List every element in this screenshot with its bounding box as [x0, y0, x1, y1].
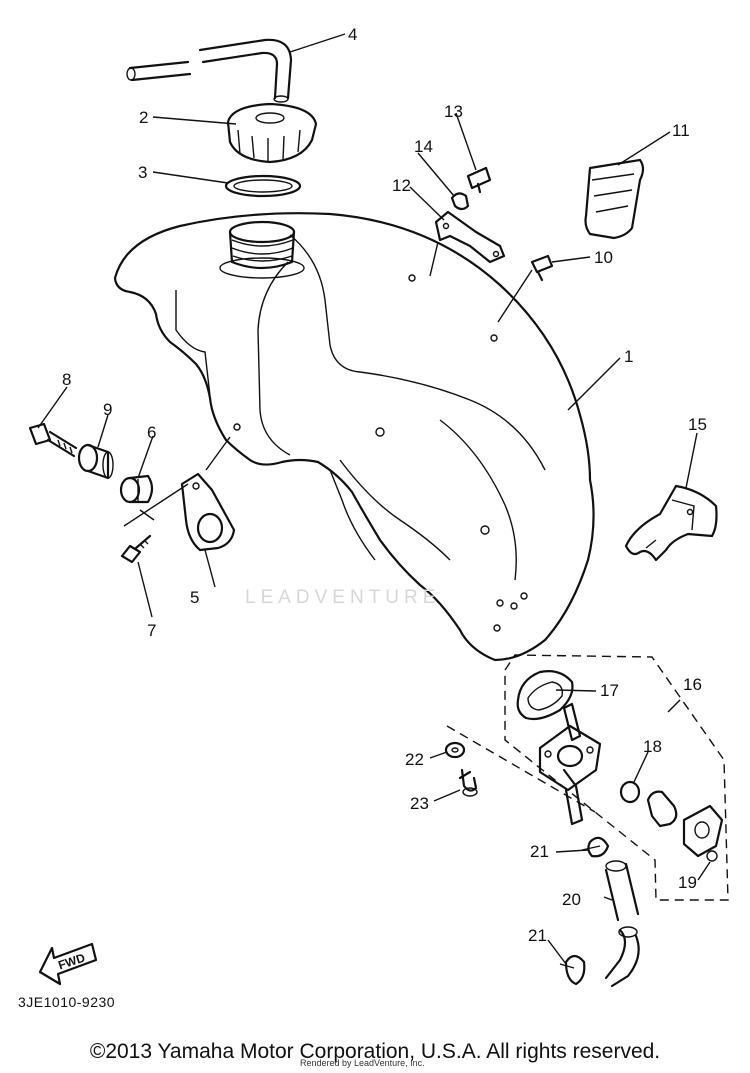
diagram-part-code: 3JE1010-9230: [18, 994, 116, 1010]
leader-lines: [37, 33, 711, 965]
callout-9: 9: [103, 400, 112, 419]
callout-5: 5: [190, 588, 199, 607]
callout-12: 12: [392, 176, 411, 195]
fuel-cock-part: [538, 702, 602, 826]
cover-part: [624, 484, 718, 562]
callout-18: 18: [643, 737, 662, 756]
mount-bolt-part: [28, 422, 78, 458]
callout-10: 10: [594, 248, 613, 267]
callout-numbers: 4 2 3 1 5 6 7 8 9 10 11 12 13 14 15 16 1…: [62, 25, 707, 945]
callout-19: 19: [678, 873, 697, 892]
petcock-gasket-part: [516, 670, 574, 721]
collar-part: [77, 443, 114, 480]
callout-13: 13: [444, 102, 463, 121]
breather-hose-part: [126, 38, 293, 103]
callout-3: 3: [138, 163, 147, 182]
hose-clip-lower-part: [559, 954, 586, 986]
lever-part: [646, 790, 724, 862]
damper-part: [119, 474, 154, 504]
callout-22: 22: [405, 750, 424, 769]
callout-17: 17: [600, 681, 619, 700]
callout-14: 14: [414, 137, 433, 156]
callout-1: 1: [624, 347, 633, 366]
callout-8: 8: [62, 370, 71, 389]
callout-21-lower: 21: [528, 926, 547, 945]
callout-23: 23: [410, 794, 429, 813]
callout-11: 11: [672, 121, 690, 140]
fwd-arrow-icon: FWD: [38, 942, 98, 986]
washer-part: [444, 741, 466, 759]
fuel-cap-part: [226, 102, 318, 164]
mount-bracket-part: [180, 472, 236, 552]
bracket-bolt-part: [120, 534, 152, 564]
callout-20: 20: [562, 890, 581, 909]
cap-gasket-part: [224, 174, 302, 198]
emblem-part: [584, 158, 645, 240]
callout-15: 15: [688, 415, 707, 434]
watermark-text: LEADVENTURE: [245, 587, 441, 608]
clip-part: [450, 192, 470, 211]
screw-23-part: [458, 768, 478, 797]
assembly-21-dashed-outline: [446, 725, 596, 813]
o-ring-part: [619, 780, 641, 804]
copyright-notice: ©2013 Yamaha Motor Corporation, U.S.A. A…: [89, 1040, 661, 1063]
assembly-16-dashed-outline: [504, 654, 729, 901]
hose-clip-upper-part: [581, 836, 610, 858]
fuel-tank-part: [113, 212, 595, 662]
callout-6: 6: [147, 423, 156, 442]
fuel-hose-part: [604, 860, 640, 988]
callout-21-upper: 21: [530, 842, 549, 861]
callout-4: 4: [348, 25, 357, 44]
screw-part: [466, 166, 492, 194]
bracket-part: [434, 210, 506, 264]
callout-2: 2: [139, 108, 148, 127]
callout-7: 7: [147, 621, 156, 640]
callout-16: 16: [683, 675, 702, 694]
bolt-part: [530, 254, 554, 282]
rendered-by-note: Rendered by LeadVenture, Inc.: [300, 1058, 425, 1068]
